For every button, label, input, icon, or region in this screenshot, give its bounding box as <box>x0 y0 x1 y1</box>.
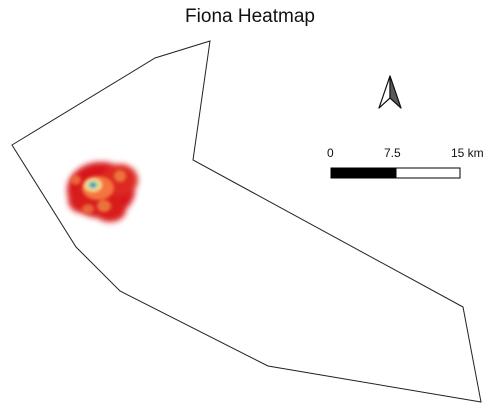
scale-label-mid: 7.5 <box>384 146 401 160</box>
heatmap-layer <box>67 162 138 222</box>
scale-label-start: 0 <box>327 146 334 160</box>
study-area-boundary <box>11 40 482 403</box>
scale-label-end: 15 km <box>451 146 484 160</box>
map-title: Fiona Heatmap <box>185 6 315 27</box>
scale-bar <box>330 167 461 179</box>
scale-bar-segment-2 <box>395 167 461 179</box>
north-arrow-icon <box>378 75 402 109</box>
scale-bar-segment-1 <box>330 167 397 179</box>
